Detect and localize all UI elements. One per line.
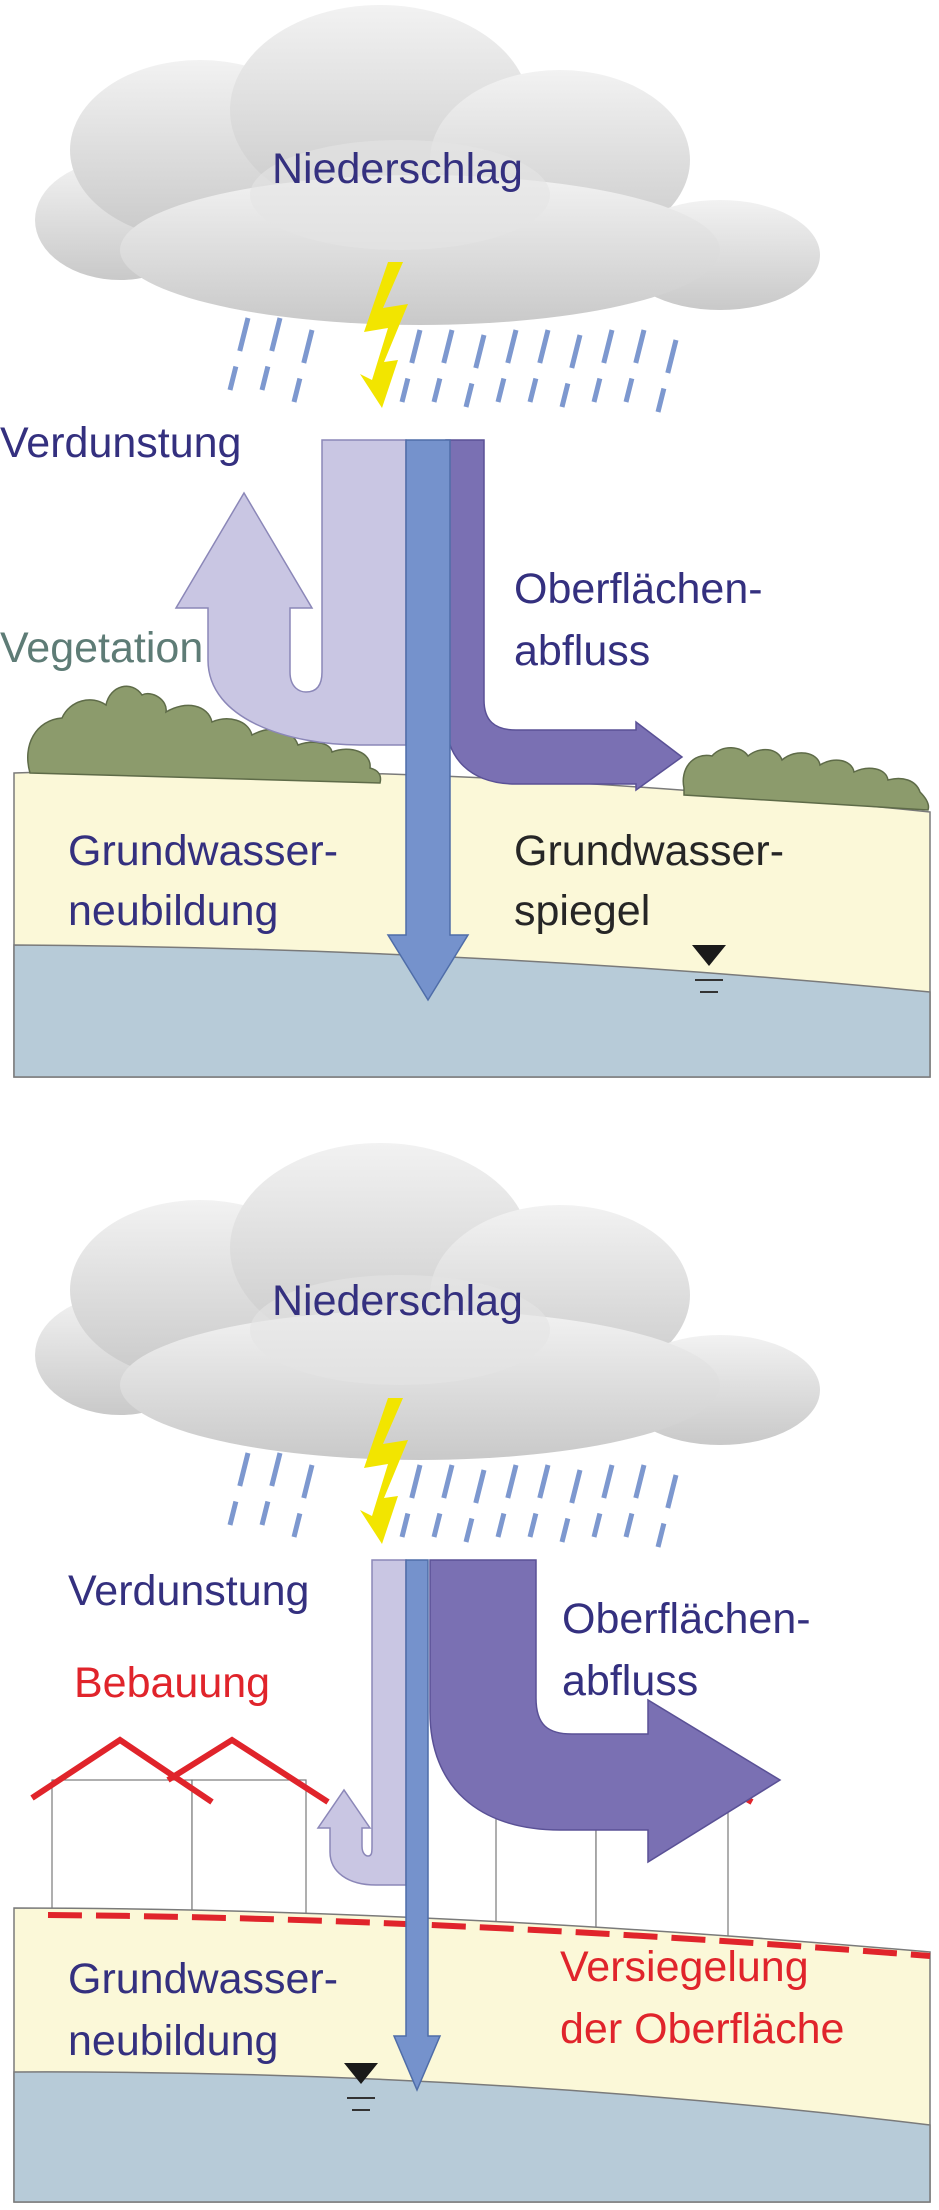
cloud-icon [35,5,820,325]
panel-natural: Niederschlag Verdunstung Vegetation Ober… [0,0,939,1090]
runoff-label-line2: abfluss [562,1657,699,1705]
panel-urban: Niederschlag Verdunstung Bebauung Oberfl… [0,1140,939,2210]
runoff-label-line2: abfluss [514,627,651,675]
runoff-label-line1: Oberflächen- [514,565,763,613]
groundwater-level-label-line2: spiegel [514,887,651,935]
groundwater-layer [13,2071,931,2203]
rain-icon [227,1452,679,1548]
water-table-icon [692,945,726,993]
buildings-label: Bebauung [74,1659,271,1707]
groundwater-layer [13,944,931,1078]
recharge-label-line1: Grundwasser- [68,827,339,875]
evaporation-arrow [174,439,407,746]
recharge-label-line2: neubildung [68,2017,279,2065]
vegetation-left [27,685,382,784]
recharge-label-line1: Grundwasser- [68,1955,339,2003]
vegetation-right [682,747,930,811]
precipitation-label: Niederschlag [272,1277,523,1325]
precipitation-label: Niederschlag [272,145,523,193]
infiltration-arrow [386,439,470,1002]
evaporation-label: Verdunstung [68,1567,310,1615]
sealing-label-line2: der Oberfläche [560,2005,845,2053]
sealing-label-line1: Versiegelung [560,1943,809,1991]
water-table-icon [344,2063,378,2111]
groundwater-level-label-line1: Grundwasser- [514,827,785,875]
vegetation-label: Vegetation [0,624,204,672]
cloud-icon [35,1143,820,1460]
recharge-label-line2: neubildung [68,887,279,935]
rain-icon [227,317,679,413]
evaporation-arrow [316,1559,407,1886]
sealing-line [47,1912,931,1959]
runoff-arrow [445,439,684,792]
urban-scene-graphic [13,1143,931,2203]
runoff-label-line1: Oberflächen- [562,1595,811,1643]
lightning-icon [360,262,408,408]
lightning-icon [360,1398,408,1544]
evaporation-label: Verdunstung [0,419,242,467]
runoff-arrow [429,1559,782,1864]
natural-scene-graphic [13,5,931,1078]
infiltration-arrow [392,1559,442,2092]
